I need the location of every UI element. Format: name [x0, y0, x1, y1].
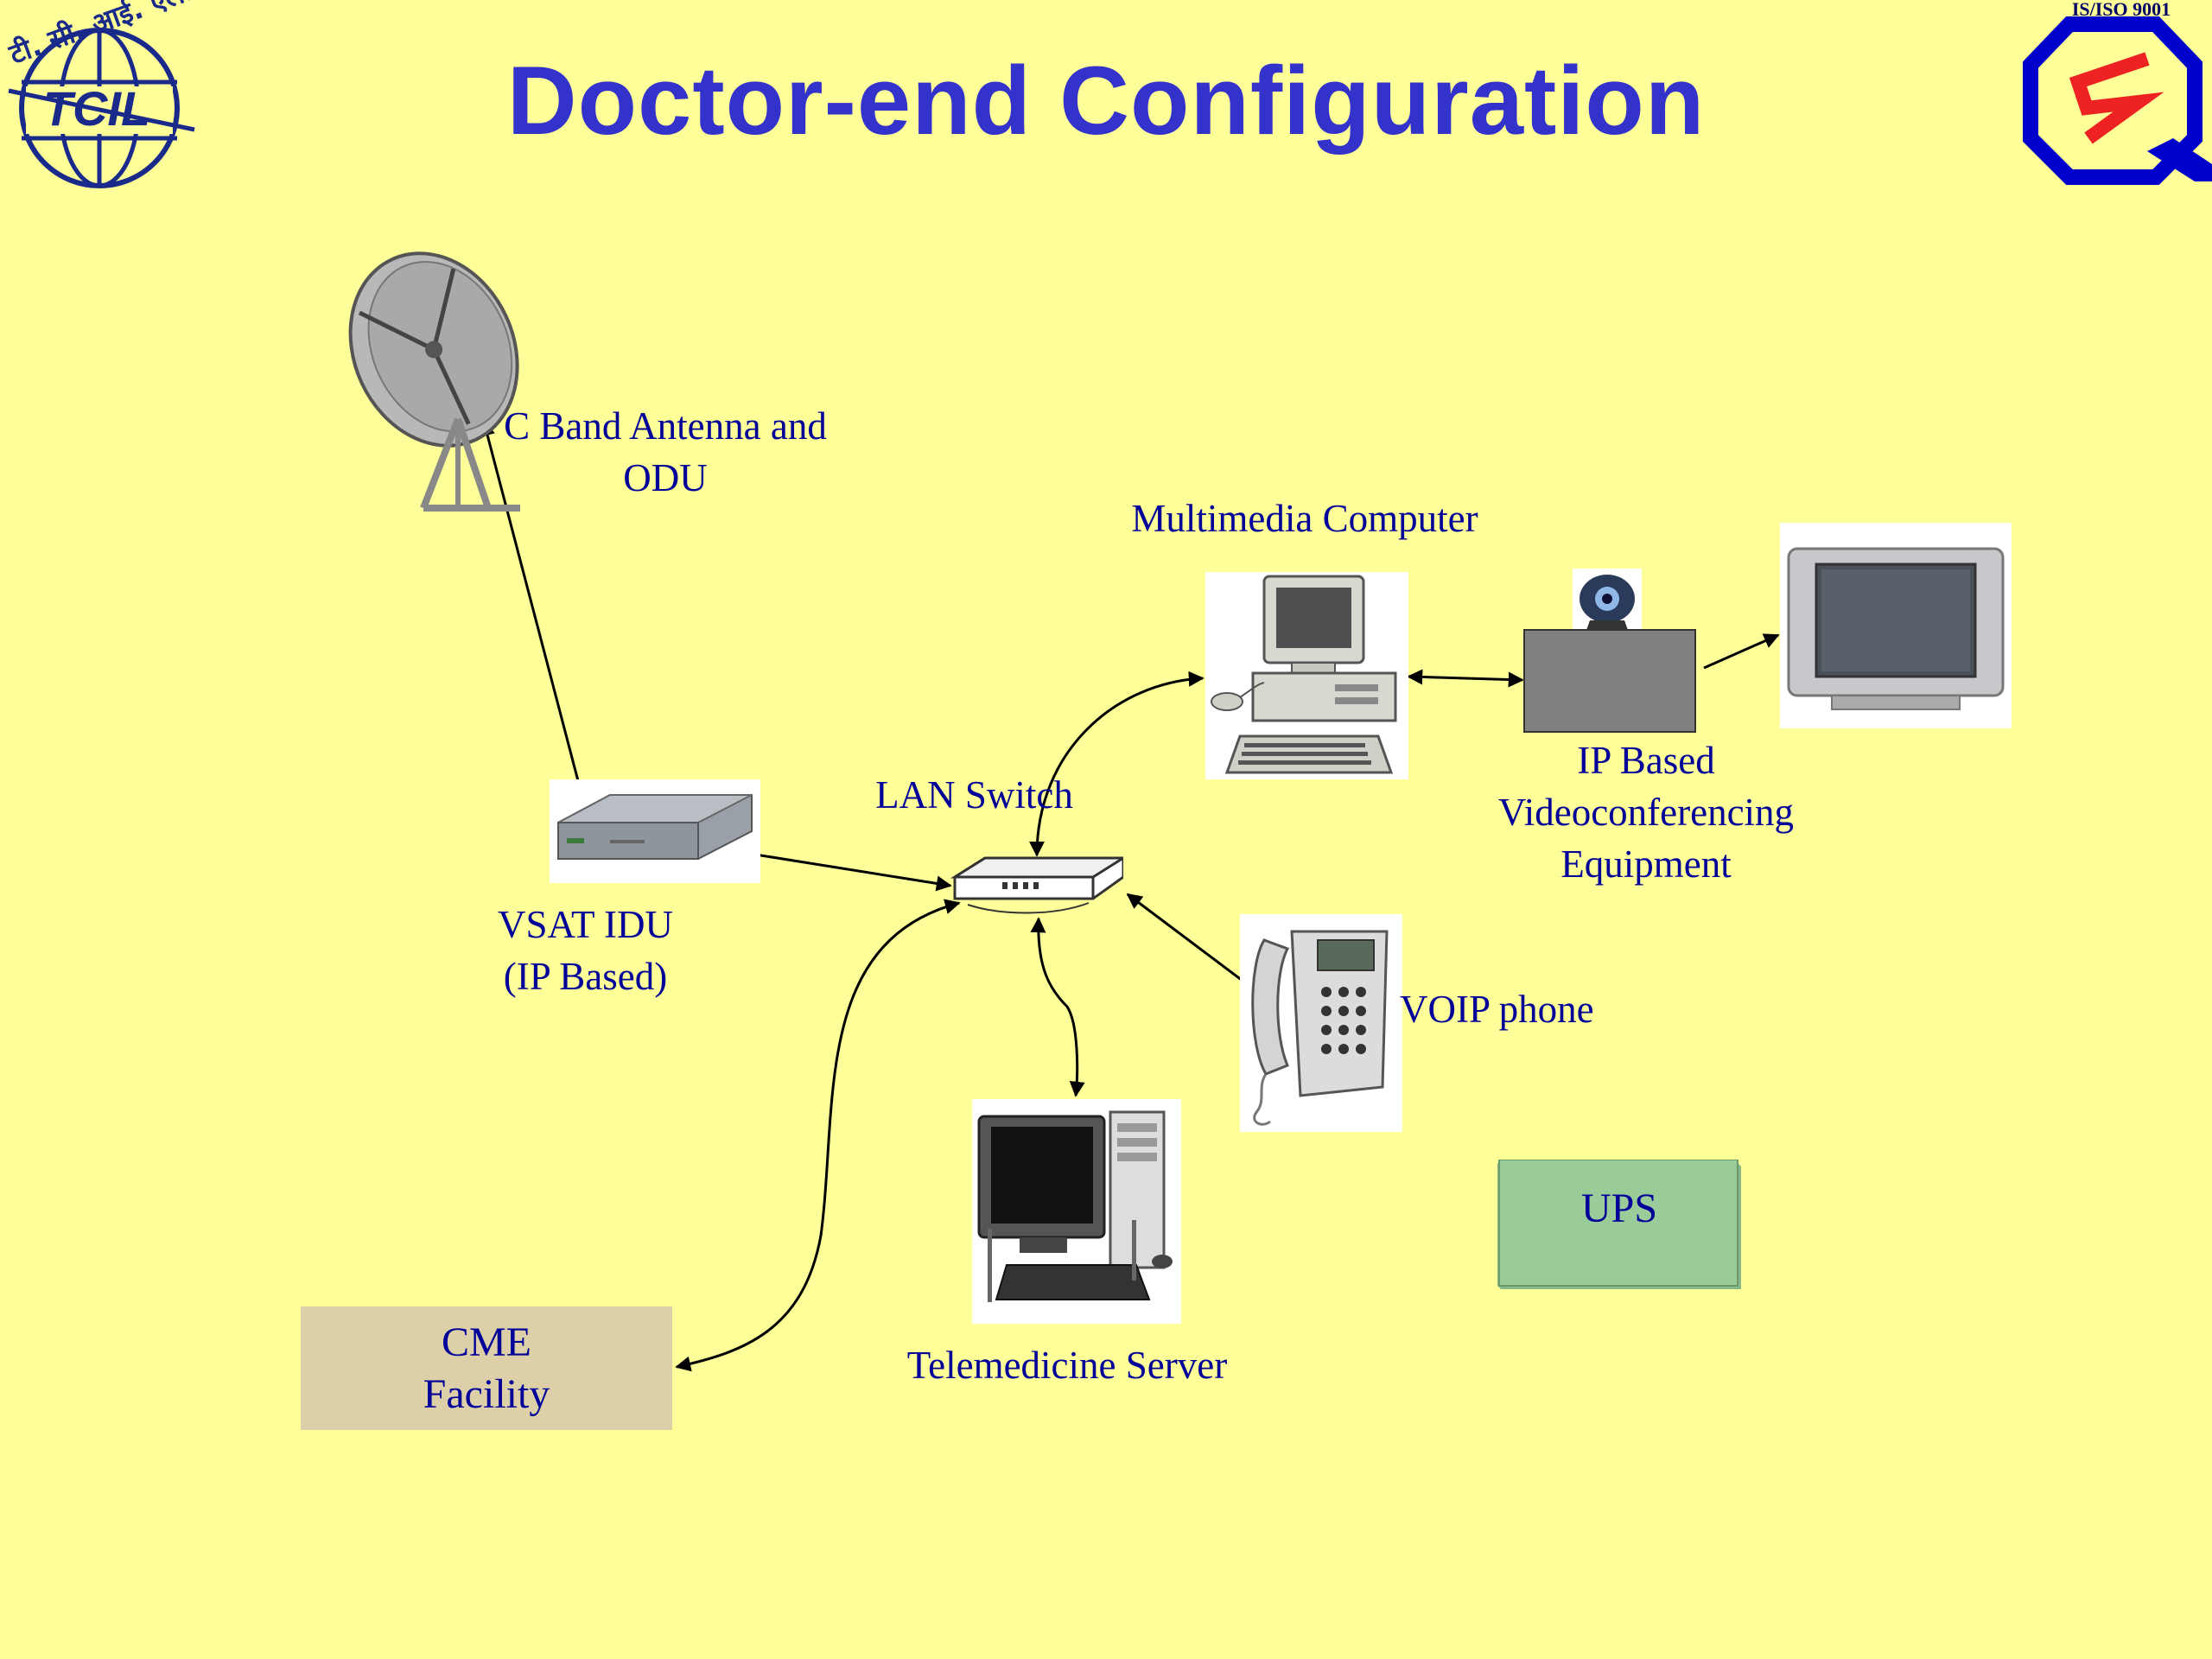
link-switch-computer: [1029, 671, 1205, 857]
cme-facility-label-line2: Facility: [423, 1370, 550, 1417]
antenna-label-line1: C Band Antenna and: [504, 404, 827, 448]
link-switch-server: [1030, 917, 1085, 1097]
multimedia-computer-device: [1205, 572, 1408, 779]
page-title: Doctor-end Configuration: [506, 47, 1706, 155]
vsat-idu-label-line1: VSAT IDU: [498, 903, 673, 946]
multimedia-computer-label: Multimedia Computer: [1131, 497, 1478, 540]
ups-box: UPS: [1497, 1160, 1741, 1289]
antenna-label-line2: ODU: [623, 456, 708, 499]
link-switch-cme: [675, 899, 961, 1372]
ups-label: UPS: [1580, 1185, 1658, 1231]
cme-facility-box: CME Facility: [301, 1306, 672, 1430]
voip-phone-label: VOIP phone: [1400, 988, 1594, 1031]
videoconferencing-equipment: [1523, 629, 1696, 733]
antenna-label: C Band Antenna and ODU: [467, 400, 864, 504]
lan-switch-label: LAN Switch: [875, 773, 1073, 817]
tv-monitor-device: [1780, 523, 2012, 728]
videoconferencing-label: IP Based Videoconferencing Equipment: [1452, 734, 1840, 890]
videoconferencing-label-line2: Videoconferencing: [1497, 791, 1795, 834]
telemedicine-server-device: [972, 1099, 1181, 1324]
voip-phone-device: [1240, 914, 1402, 1132]
lan-switch-icon: [950, 856, 1123, 914]
vsat-idu-label: VSAT IDU (IP Based): [432, 899, 739, 1002]
cme-facility-label-line1: CME: [441, 1319, 531, 1365]
link-vc-tv: [1703, 633, 1780, 670]
satellite-dish-icon: [348, 251, 520, 512]
tcil-logo: TCIL टी. सी. आई. एल.: [4, 0, 198, 188]
telemedicine-server-label: Telemedicine Server: [906, 1344, 1228, 1387]
vsat-idu-label-line2: (IP Based): [503, 955, 668, 998]
videoconferencing-label-line1: IP Based: [1577, 739, 1715, 782]
iso-logo-text: IS/ISO 9001: [2072, 0, 2171, 20]
videoconferencing-label-line3: Equipment: [1560, 842, 1732, 886]
link-idu-switch: [743, 847, 952, 892]
link-antenna-idu: [480, 420, 590, 812]
iso-logo: IS/ISO 9001: [2023, 0, 2212, 185]
vsat-idu-device: [550, 779, 760, 883]
link-computer-vc: [1407, 669, 1524, 688]
